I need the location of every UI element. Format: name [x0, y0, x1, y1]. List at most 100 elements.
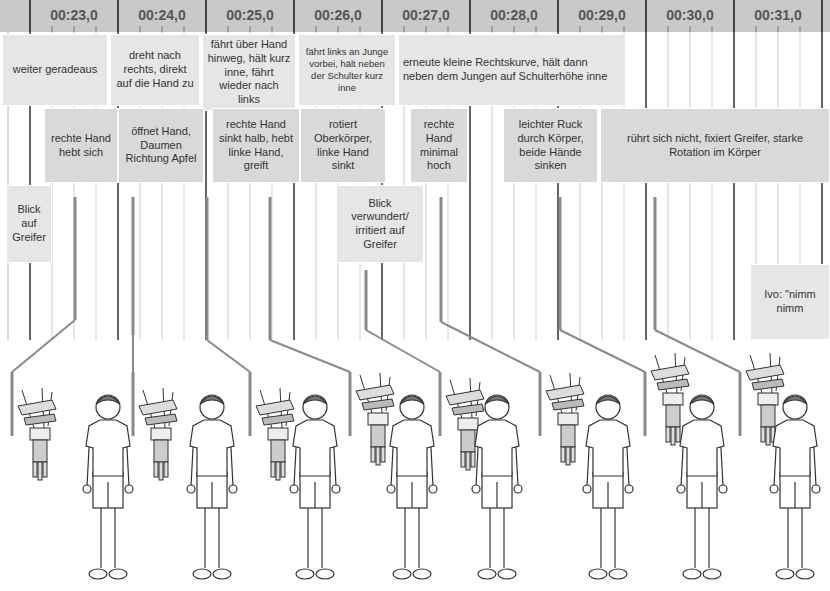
annotation-text: weiter geradeaus: [13, 63, 97, 77]
time-subtick: [74, 26, 75, 32]
annotation-box: rotiert Oberkörper, linke Hand sinkt: [300, 108, 386, 183]
second-line: [645, 32, 647, 340]
annotation-box: fährt links an Junge vorbei, hält neben …: [298, 34, 396, 106]
annotation-box: rechte Hand sinkt halb, hebt linke Hand,…: [212, 108, 300, 183]
time-label: 00:23,0: [50, 7, 97, 23]
time-marker: [559, 197, 562, 330]
time-label: 00:27,0: [402, 7, 449, 23]
leader-line: [560, 330, 645, 372]
time-subtick: [536, 26, 537, 32]
time-subtick: [184, 26, 185, 32]
boy-drawing: [472, 395, 522, 579]
gripper-drawing: [256, 388, 294, 480]
time-label: 00:26,0: [314, 7, 361, 23]
annotation-box: erneute kleine Rechtskurve, hält dann ne…: [398, 34, 626, 106]
time-subtick: [492, 26, 493, 32]
annotation-box: fährt über Hand hinweg, hält kurz inne, …: [202, 34, 296, 111]
leader-line: [270, 340, 350, 372]
annotation-text: rotiert Oberkörper, linke Hand sinkt: [305, 118, 381, 173]
annotation-box: Blick verwundert/ irritiert auf Greifer: [336, 185, 424, 263]
time-marker: [132, 197, 135, 335]
time-marker: [74, 197, 77, 320]
gripper-drawing: [546, 373, 584, 465]
annotation-text: erneute kleine Rechtskurve, hält dann ne…: [403, 56, 621, 84]
time-subtick: [514, 26, 515, 32]
time-marker: [269, 197, 272, 340]
time-subtick: [690, 26, 691, 32]
gripper-drawing: [446, 378, 484, 470]
leader-line: [655, 330, 740, 372]
time-marker: [206, 197, 209, 340]
time-subtick: [448, 26, 449, 32]
leader-line: [441, 322, 540, 372]
time-subtick: [228, 26, 229, 32]
time-subtick: [602, 26, 603, 32]
time-subtick: [250, 26, 251, 32]
time-marker: [654, 197, 657, 330]
time-tick: [469, 0, 471, 32]
time-tick: [117, 0, 119, 32]
gripper-drawing: [356, 373, 394, 465]
time-tick: [645, 0, 647, 32]
time-tick: [557, 0, 559, 32]
annotation-text: Ivo: "nimm nimm: [755, 288, 825, 316]
time-label: 00:31,0: [754, 7, 801, 23]
time-tick: [733, 0, 735, 32]
time-tick: [29, 0, 31, 32]
boy-drawing: [770, 395, 820, 579]
time-marker: [440, 197, 443, 322]
time-tick: [821, 0, 823, 32]
time-subtick: [756, 26, 757, 32]
annotation-text: rechte Hand hebt sich: [49, 132, 113, 160]
boy-drawing: [583, 395, 633, 579]
boy-drawing: [387, 395, 437, 579]
annotation-text: öffnet Hand, Daumen Richtung Apfel: [123, 125, 199, 166]
time-subtick: [624, 26, 625, 32]
time-header: [0, 0, 830, 32]
frame-bar: [644, 372, 647, 436]
grid-line: [690, 32, 691, 340]
annotation-text: Blick verwundert/ irritiert auf Greifer: [341, 197, 419, 252]
time-subtick: [96, 26, 97, 32]
boy-drawing: [290, 395, 340, 579]
time-subtick: [668, 26, 669, 32]
time-subtick: [52, 26, 53, 32]
boy-drawing: [187, 395, 237, 579]
grid-line: [668, 32, 669, 340]
time-subtick: [580, 26, 581, 32]
annotation-box: Ivo: "nimm nimm: [750, 264, 830, 340]
time-subtick: [800, 26, 801, 32]
annotation-text: rechte Hand minimal hoch: [415, 118, 463, 173]
frame-bar: [349, 372, 352, 436]
leader-line: [207, 340, 250, 372]
time-subtick: [426, 26, 427, 32]
annotation-text: Blick auf Greifer: [11, 203, 47, 244]
time-subtick: [272, 26, 273, 32]
grid-line: [646, 32, 647, 340]
time-label: 00:24,0: [138, 7, 185, 23]
time-subtick: [712, 26, 713, 32]
time-tick: [381, 0, 383, 32]
annotation-box: dreht nach rechts, direkt auf die Hand z…: [110, 34, 200, 106]
frame-bar: [11, 372, 14, 436]
annotation-text: rührt sich nicht, fixiert Greifer, stark…: [605, 132, 825, 160]
leader-line: [12, 320, 75, 372]
time-subtick: [778, 26, 779, 32]
time-tick: [205, 0, 207, 32]
time-subtick: [404, 26, 405, 32]
time-subtick: [316, 26, 317, 32]
leader-line: [132, 335, 134, 372]
time-marker: [365, 270, 368, 330]
second-line: [733, 32, 735, 340]
frame-bar: [132, 372, 135, 436]
leader-line: [366, 330, 440, 372]
annotation-text: leichter Ruck durch Körper, beide Hände …: [508, 118, 593, 173]
time-label: 00:28,0: [490, 7, 537, 23]
frame-bar: [739, 372, 742, 436]
annotation-text: rechte Hand sinkt halb, hebt linke Hand,…: [217, 118, 295, 173]
time-label: 00:30,0: [666, 7, 713, 23]
annotation-box: leichter Ruck durch Körper, beide Hände …: [503, 108, 598, 183]
frame-bar: [249, 372, 252, 436]
grid-line: [734, 32, 735, 340]
